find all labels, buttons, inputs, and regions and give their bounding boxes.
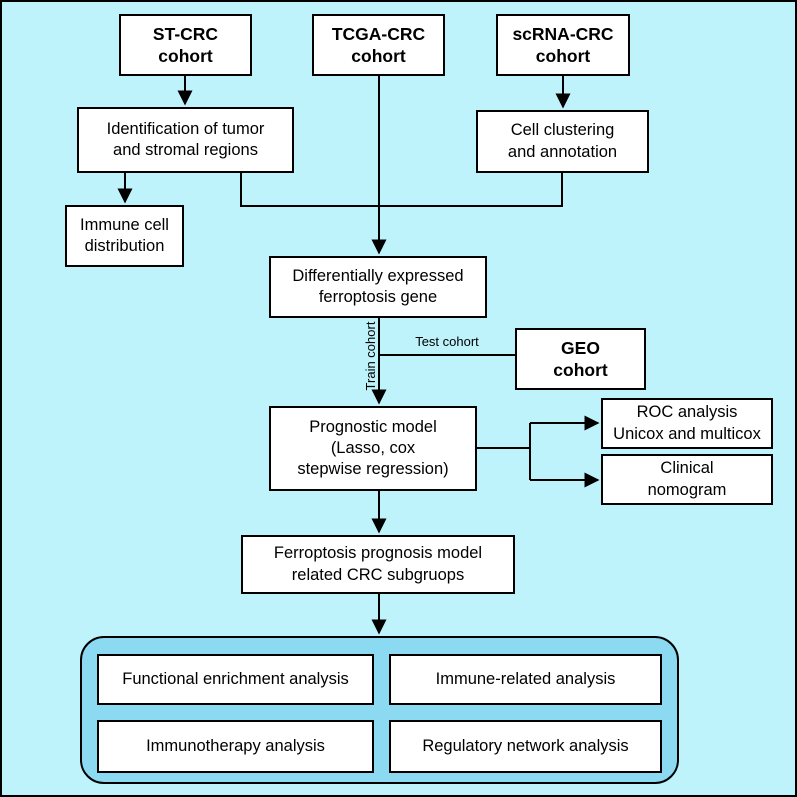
node-st-crc-cohort: ST-CRC cohort (119, 14, 252, 76)
node-scrna-crc-cohort: scRNA-CRC cohort (496, 14, 630, 76)
node-regulatory-network: Regulatory network analysis (389, 720, 662, 773)
edge-merge-bus (240, 173, 563, 207)
node-immune-cell-distribution: Immune cell distribution (65, 205, 184, 267)
node-tcga-crc-cohort: TCGA-CRC cohort (312, 14, 445, 76)
node-roc-analysis: ROC analysis Unicox and multicox (601, 398, 773, 449)
node-immune-related: Immune-related analysis (389, 654, 662, 705)
label-test-cohort: Test cohort (415, 334, 479, 349)
label-train-cohort: Train cohort (362, 321, 378, 391)
node-immunotherapy: Immunotherapy analysis (97, 720, 374, 773)
node-identification: Identification of tumor and stromal regi… (77, 107, 294, 173)
node-cell-clustering: Cell clustering and annotation (476, 110, 649, 173)
node-clinical-nomogram: Clinical nomogram (601, 454, 773, 505)
node-prognostic-model: Prognostic model (Lasso, cox stepwise re… (269, 406, 477, 491)
node-functional-enrichment: Functional enrichment analysis (97, 654, 374, 705)
node-geo-cohort: GEO cohort (515, 328, 646, 390)
node-diff-expressed-gene: Differentially expressed ferroptosis gen… (269, 256, 487, 318)
node-ferroptosis-subgroups: Ferroptosis prognosis model related CRC … (241, 535, 515, 594)
